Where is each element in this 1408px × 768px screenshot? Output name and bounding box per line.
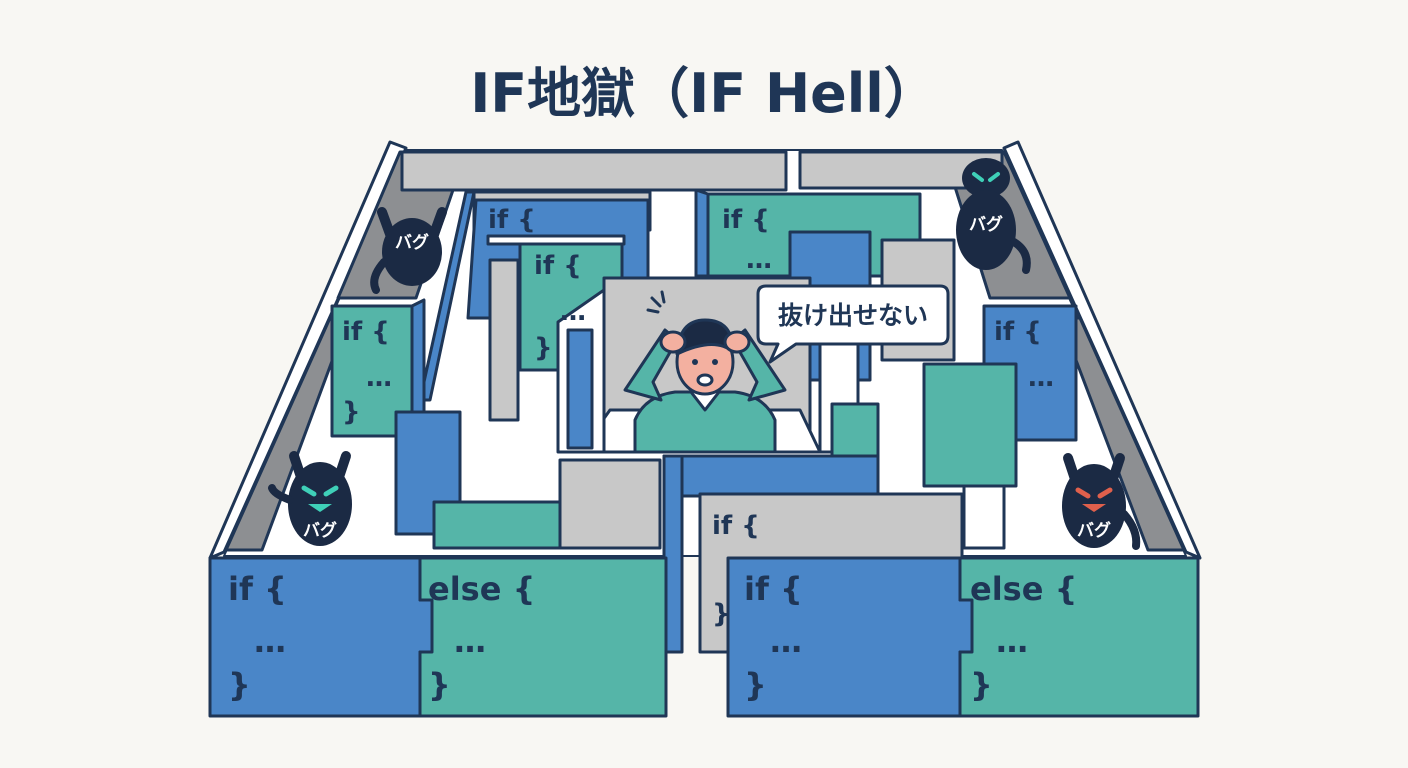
code-ellipsis: … (366, 363, 392, 393)
code-ellipsis: … (746, 245, 772, 275)
speech-bubble: 抜け出せない (756, 284, 950, 364)
code-if: if { (712, 511, 760, 541)
bug-monster-bottom-left: バグ (268, 451, 352, 546)
code-close: } (228, 666, 251, 704)
code-if: if { (722, 205, 770, 235)
code-ellipsis: … (770, 622, 802, 660)
code-if: if { (228, 570, 287, 608)
code-ellipsis: … (560, 297, 586, 327)
code-else: else { (970, 570, 1077, 608)
bug-label: バグ (1077, 520, 1111, 541)
maze-wall (488, 258, 520, 422)
stress-mark-icon (646, 290, 666, 314)
code-if: if { (342, 317, 390, 347)
speech-bubble-text: 抜け出せない (778, 301, 928, 330)
code-close: } (534, 333, 553, 363)
bug-monster-bottom-right: バグ (1062, 453, 1141, 550)
code-if: if { (534, 251, 582, 281)
code-ellipsis: … (996, 622, 1028, 660)
bug-monster-icon (370, 207, 447, 294)
code-ellipsis: … (254, 622, 286, 660)
maze-left-outer-wall (208, 140, 408, 560)
block-else-front-right (958, 556, 1200, 718)
bug-monster-top-left: バグ (370, 207, 447, 294)
bug-label: バグ (395, 232, 429, 253)
maze-wall (962, 484, 1006, 550)
code-if: if { (994, 317, 1042, 347)
bug-monster-top-right: バグ (956, 158, 1031, 274)
code-ellipsis: … (1028, 363, 1054, 393)
maze-wall (662, 454, 880, 498)
maze-wall (694, 188, 710, 278)
bug-monster-icon (268, 451, 352, 546)
code-close: } (342, 397, 361, 427)
maze-right-outer-wall (1002, 140, 1202, 560)
front-blocks (208, 556, 1200, 718)
code-labels: if { if { … } if { … } if { … if { … if … (228, 205, 1077, 704)
code-close: } (970, 666, 993, 704)
block-else-front-left (418, 556, 668, 718)
maze-wall (922, 362, 1018, 488)
code-ellipsis: … (454, 622, 486, 660)
maze-wall (400, 150, 788, 192)
code-else: else { (428, 570, 535, 608)
page-title: IF地獄（IF Hell） (470, 62, 938, 125)
bug-label: バグ (303, 520, 337, 541)
bug-monster-icon (956, 158, 1031, 274)
code-close: } (428, 666, 451, 704)
maze-wall (486, 234, 626, 246)
code-if: if { (488, 205, 536, 235)
code-close: } (712, 599, 731, 629)
maze-wall (418, 190, 476, 402)
bug-label: バグ (969, 214, 1003, 235)
stressed-person-icon (623, 318, 787, 454)
maze-wall (558, 458, 662, 550)
maze-wall (566, 328, 594, 450)
bug-monster-icon (1062, 453, 1141, 550)
code-if: if { (744, 570, 803, 608)
code-close: } (744, 666, 767, 704)
